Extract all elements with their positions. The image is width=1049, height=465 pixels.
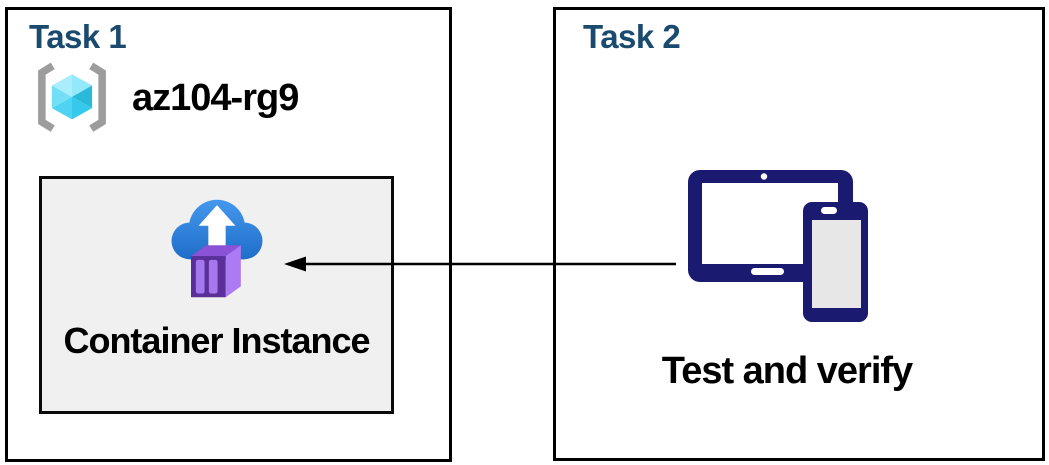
container-instance-icon bbox=[171, 199, 262, 298]
resource-group-icon bbox=[38, 62, 106, 132]
container-instance-label: Container Instance bbox=[63, 320, 370, 361]
container-cube bbox=[190, 245, 241, 298]
task2-title: Task 2 bbox=[583, 18, 681, 55]
resource-group-row: az104-rg9 bbox=[30, 60, 299, 137]
upload-arrow bbox=[198, 205, 235, 248]
task1-title: Task 1 bbox=[29, 18, 127, 55]
resource-group-name: az104-rg9 bbox=[132, 77, 299, 119]
task1-box: Task 1 az104-rg9 bbox=[5, 7, 452, 462]
container-instance-box: Container Instance bbox=[39, 176, 394, 414]
phone-icon bbox=[803, 202, 868, 322]
test-and-verify-label: Test and verify bbox=[661, 350, 913, 392]
devices-icon bbox=[687, 168, 869, 324]
task2-box: Task 2 Test and verify bbox=[553, 7, 1045, 461]
